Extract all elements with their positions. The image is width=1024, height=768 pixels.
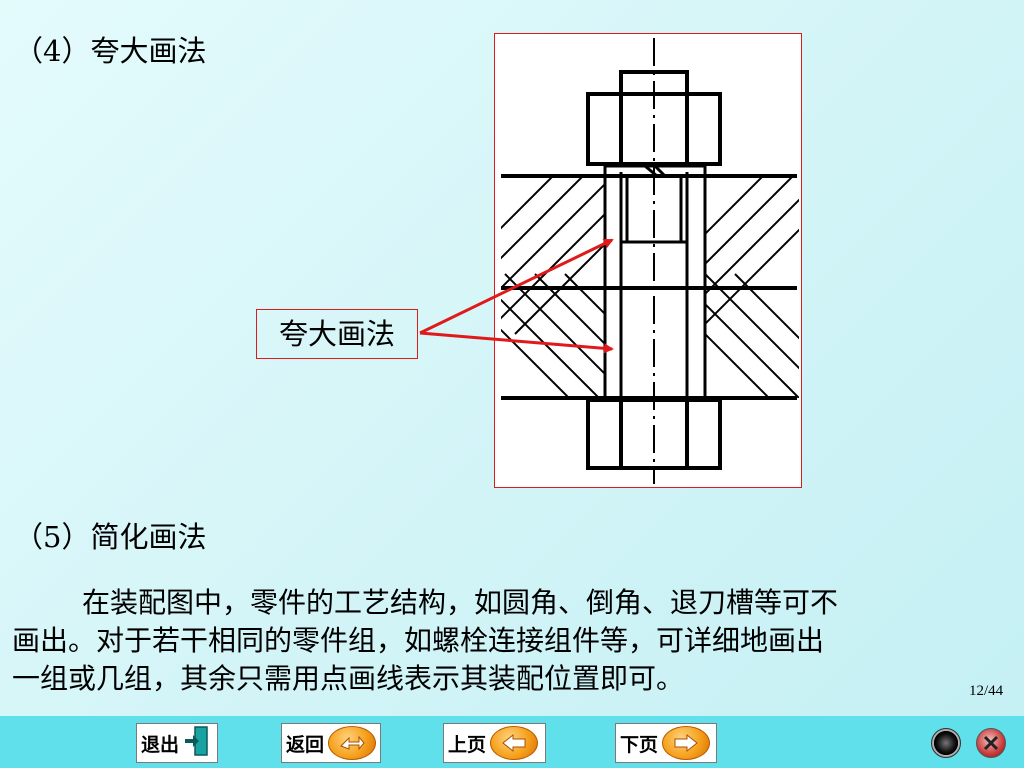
paragraph-line: 在装配图中，零件的工艺结构，如圆角、倒角、退刀槽等可不: [82, 586, 839, 619]
arrow-upper: [419, 238, 614, 335]
section5-heading: （5）简化画法: [14, 520, 207, 554]
exit-label: 退出: [141, 733, 180, 756]
bolt-drawing: [501, 38, 799, 484]
prev-label: 上页: [448, 733, 487, 756]
close-button[interactable]: [976, 728, 1006, 758]
back-label: 返回: [286, 733, 325, 756]
simplified-method-paragraph: 在装配图中，零件的工艺结构，如圆角、倒角、退刀槽等可不 画出。对于若干相同的零件…: [12, 584, 1007, 698]
left-arrow-icon: [490, 726, 539, 760]
next-label: 下页: [620, 733, 659, 756]
exit-button[interactable]: 退出: [136, 723, 218, 763]
back-button[interactable]: 返回: [281, 723, 381, 763]
arrow-lower: [419, 331, 614, 354]
right-plate-hatch: [705, 176, 799, 398]
bolt-assembly-figure: [494, 33, 802, 488]
page-indicator: 12/44: [969, 683, 1004, 699]
camera-lens-icon[interactable]: [931, 728, 961, 758]
right-arrow-icon: [662, 726, 711, 760]
paragraph-line: 一组或几组，其余只需用点画线表示其装配位置即可。: [12, 662, 685, 695]
left-plate-hatch: [501, 176, 605, 398]
prev-page-button[interactable]: 上页: [443, 723, 546, 763]
close-icon: [983, 735, 999, 751]
hole-edges: [603, 176, 707, 398]
return-arrow-icon: [328, 726, 377, 760]
section4-heading: （4）夸大画法: [14, 34, 207, 68]
next-page-button[interactable]: 下页: [615, 723, 717, 763]
callout-label: 夸大画法: [256, 309, 418, 359]
paragraph-line: 画出。对于若干相同的零件组，如螺栓连接组件等，可详细地画出: [12, 624, 825, 657]
exit-door-icon: [183, 725, 209, 762]
